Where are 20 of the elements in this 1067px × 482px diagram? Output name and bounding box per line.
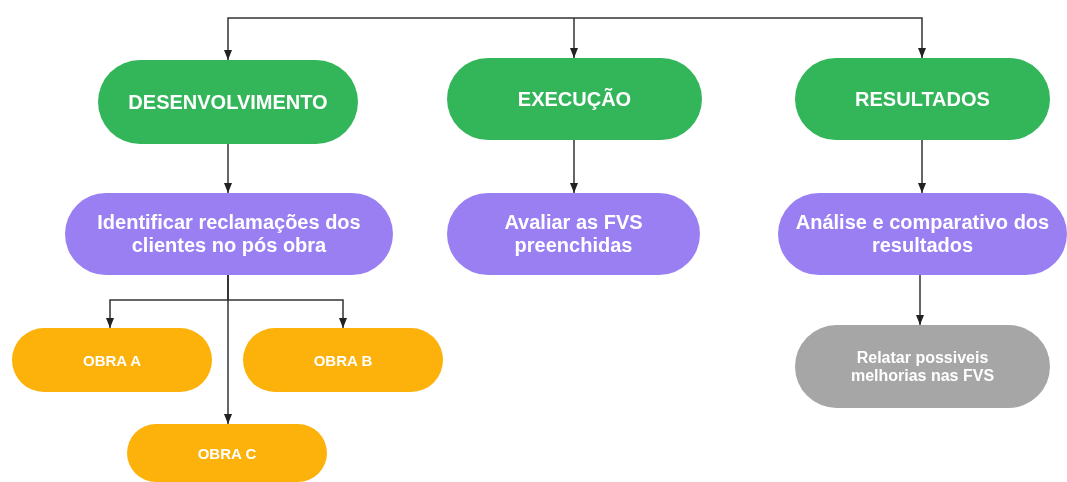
node-label: RESULTADOS (855, 87, 990, 111)
arrow (223, 274, 233, 425)
arrow (223, 17, 575, 61)
arrow (917, 139, 927, 194)
node-label: OBRA A (82, 351, 142, 369)
node-label: Avaliar as FVS preenchidas (503, 211, 644, 257)
node-label: Identificar reclamações dos clientes no pós obra (96, 211, 362, 257)
node-label: Relatar possiveis melhorias nas FVS (849, 348, 996, 385)
arrow (915, 274, 925, 326)
node-label: DESENVOLVIMENTO (128, 90, 328, 114)
arrow (569, 139, 579, 194)
arrow (573, 17, 927, 59)
node-label: OBRA B (313, 351, 373, 369)
node-label: EXECUÇÃO (517, 87, 632, 111)
arrow (223, 143, 233, 194)
node-label: Análise e comparativo dos resultados (794, 211, 1051, 257)
arrow (569, 17, 579, 59)
node-label: OBRA C (197, 444, 257, 462)
rounded-box (778, 193, 1067, 275)
rounded-box (127, 424, 327, 482)
